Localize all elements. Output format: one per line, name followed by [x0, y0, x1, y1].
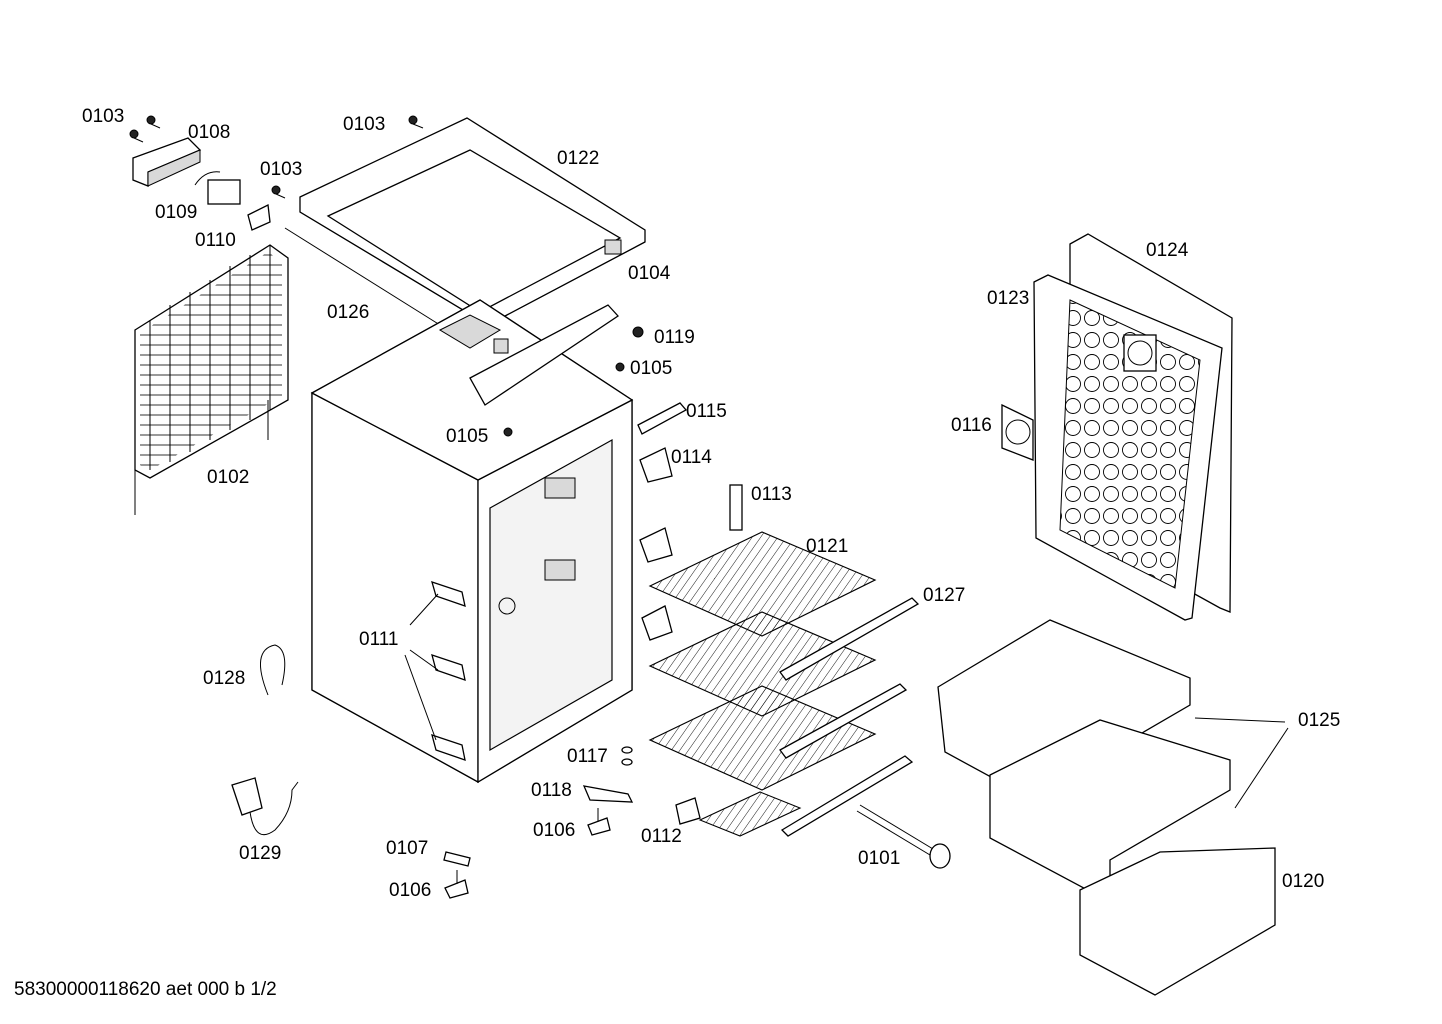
part-label: 0117 [567, 746, 608, 767]
part-label: 0115 [686, 401, 727, 422]
part-label: 0112 [641, 826, 682, 847]
hinge-strip [469, 239, 644, 437]
adjustable-feet [443, 746, 701, 899]
shelf-supports [637, 402, 743, 641]
part-label: 0125 [1298, 710, 1340, 731]
screws-top-left [129, 115, 424, 199]
part-label: 0111 [359, 629, 398, 650]
part-label: 0106 [389, 880, 431, 901]
part-label: 0114 [671, 447, 712, 468]
part-label: 0103 [82, 106, 124, 127]
thermostat-unit [194, 171, 241, 205]
part-label: 0101 [858, 848, 900, 869]
part-label: 0108 [188, 122, 230, 143]
part-label: 0106 [533, 820, 575, 841]
part-label: 0105 [446, 426, 488, 447]
part-label: 0124 [1146, 240, 1189, 261]
door-clips [404, 580, 466, 761]
part-label: 0128 [203, 668, 245, 689]
part-label: 0107 [386, 838, 428, 859]
part-label: 0102 [207, 467, 249, 488]
part-label: 0113 [751, 484, 792, 505]
mounting-bracket [247, 204, 271, 231]
part-label: 0121 [806, 536, 848, 557]
shelf-edge-bars [779, 597, 951, 869]
seal-plate [1001, 403, 1034, 461]
worktop-lid [299, 117, 646, 326]
part-label: 0109 [155, 202, 197, 223]
part-label: 0127 [923, 585, 965, 606]
part-label: 0104 [628, 263, 671, 284]
part-label: 0118 [531, 780, 572, 801]
part-label: 0103 [260, 159, 302, 180]
power-cable [231, 777, 299, 835]
part-label: 0129 [239, 843, 281, 864]
drawing-number: 58300000118620 aet 000 b 1/2 [14, 979, 277, 1000]
cabinet-body [310, 299, 634, 784]
part-label: 0110 [195, 230, 236, 251]
wire-shelves [648, 531, 877, 837]
drain-tube [284, 227, 441, 326]
thermostat-cover [132, 137, 202, 187]
part-label: 0105 [630, 358, 672, 379]
condenser-coil [134, 244, 289, 515]
part-label: 0126 [327, 302, 369, 323]
part-label: 0123 [987, 288, 1029, 309]
door-panel [1033, 233, 1233, 621]
part-label: 0122 [557, 148, 599, 169]
part-label: 0120 [1282, 871, 1324, 892]
defrost-tube [259, 644, 286, 696]
part-labels: 0103 0108 0103 0109 0110 0103 0122 0104 … [82, 106, 1340, 901]
part-label: 0103 [343, 114, 385, 135]
crisper-drawers [937, 619, 1289, 996]
part-label: 0119 [654, 327, 695, 348]
part-label: 0116 [951, 415, 992, 436]
